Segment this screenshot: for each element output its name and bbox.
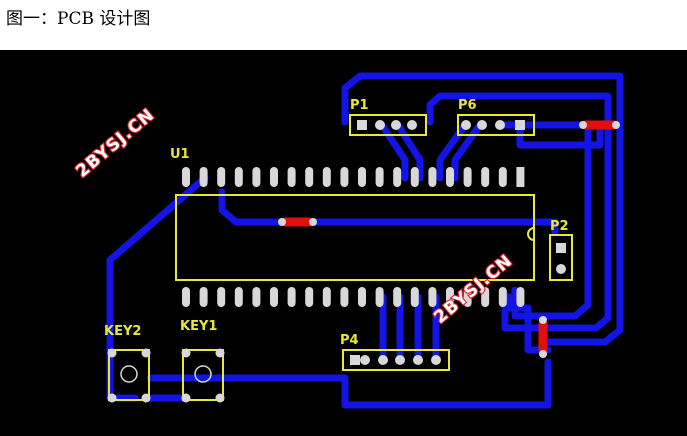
trace-p6-right bbox=[496, 121, 592, 320]
u1-pin bbox=[498, 287, 507, 307]
p1-outline bbox=[349, 114, 427, 136]
label-key1: KEY1 bbox=[180, 319, 217, 334]
u1-outline bbox=[175, 194, 535, 281]
u1-pin bbox=[322, 167, 331, 187]
trace-left-bus bbox=[106, 174, 209, 402]
p1-pads bbox=[357, 120, 417, 130]
u1-pin bbox=[393, 167, 402, 187]
u1-pin bbox=[305, 167, 314, 187]
u1-pin bbox=[498, 167, 507, 187]
trace-p1-u1-b bbox=[394, 121, 424, 182]
u1-pin bbox=[516, 287, 525, 307]
watermark-top-left: 2BYSJ.CN bbox=[72, 105, 158, 182]
u1-pin bbox=[234, 287, 243, 307]
u1-pin bbox=[516, 167, 525, 187]
u1-pin bbox=[287, 167, 296, 187]
u1-pin bbox=[217, 167, 226, 187]
u1-pin bbox=[287, 287, 296, 307]
pcb-board: U1 P1 P6 P2 P4 KEY1 KEY2 2BYSJ.CN 2BYSJ.… bbox=[0, 50, 687, 436]
u1-pin bbox=[305, 287, 314, 307]
label-key2: KEY2 bbox=[104, 324, 141, 339]
u1-pin bbox=[217, 287, 226, 307]
u1-pin bbox=[375, 287, 384, 307]
u1-pin bbox=[340, 167, 349, 187]
u1-pin bbox=[234, 167, 243, 187]
trace-key-bottom bbox=[146, 358, 552, 409]
u1-pin bbox=[463, 287, 472, 307]
figure-caption: 图一：PCB 设计图 bbox=[6, 9, 151, 29]
u1-pin bbox=[182, 167, 190, 187]
label-p4: P4 bbox=[340, 333, 359, 348]
label-p2: P2 bbox=[550, 219, 569, 234]
u1-pin bbox=[393, 287, 402, 307]
u1-pin bbox=[270, 287, 278, 307]
jumper-pads bbox=[278, 121, 620, 358]
u1-pin bbox=[182, 287, 190, 307]
u1-pin bbox=[428, 287, 437, 307]
u1-pin bbox=[322, 287, 331, 307]
trace-p1-loop-outer bbox=[341, 72, 624, 346]
u1-pin bbox=[463, 167, 472, 187]
trace-p6-u1-a bbox=[436, 121, 469, 182]
p2-pads bbox=[556, 243, 566, 274]
u1-pin bbox=[375, 167, 384, 187]
u1-pin bbox=[410, 287, 419, 307]
u1-pin bbox=[199, 287, 208, 307]
pcb-canvas: U1 P1 P6 P2 P4 KEY1 KEY2 2BYSJ.CN 2BYSJ.… bbox=[71, 72, 624, 409]
u1-pin bbox=[481, 167, 490, 187]
u1-pin bbox=[340, 287, 349, 307]
u1-pin bbox=[446, 287, 454, 307]
p4-pads bbox=[350, 355, 441, 365]
u1-pin bbox=[358, 287, 366, 307]
trace-u1-p2 bbox=[218, 188, 559, 236]
trace-p1-u1-a bbox=[378, 121, 409, 182]
trace-p6-loop bbox=[426, 92, 612, 332]
p4-outline bbox=[342, 349, 450, 371]
p2-outline bbox=[549, 234, 573, 281]
u1-pin bbox=[358, 167, 366, 187]
label-p6: P6 bbox=[458, 98, 477, 113]
u1-pin bbox=[410, 167, 419, 187]
jumpers bbox=[280, 120, 619, 355]
p6-outline bbox=[457, 114, 535, 136]
u1-pin bbox=[252, 167, 261, 187]
u1-pin bbox=[446, 167, 454, 187]
u1-pin bbox=[481, 287, 490, 307]
label-p1: P1 bbox=[350, 98, 369, 113]
u1-pins-bottom bbox=[182, 287, 525, 307]
p6-pads bbox=[461, 120, 525, 130]
label-u1: U1 bbox=[170, 147, 190, 162]
key2-footprint bbox=[107, 348, 151, 403]
key1-footprint bbox=[181, 348, 225, 403]
u1-pin bbox=[428, 167, 437, 187]
u1-pin bbox=[199, 167, 208, 187]
trace-u1-right-down bbox=[506, 293, 552, 354]
u1-pin bbox=[270, 167, 278, 187]
u1-pin bbox=[252, 287, 261, 307]
u1-pins-top bbox=[182, 167, 525, 187]
trace-p6-u1-b bbox=[451, 121, 484, 182]
